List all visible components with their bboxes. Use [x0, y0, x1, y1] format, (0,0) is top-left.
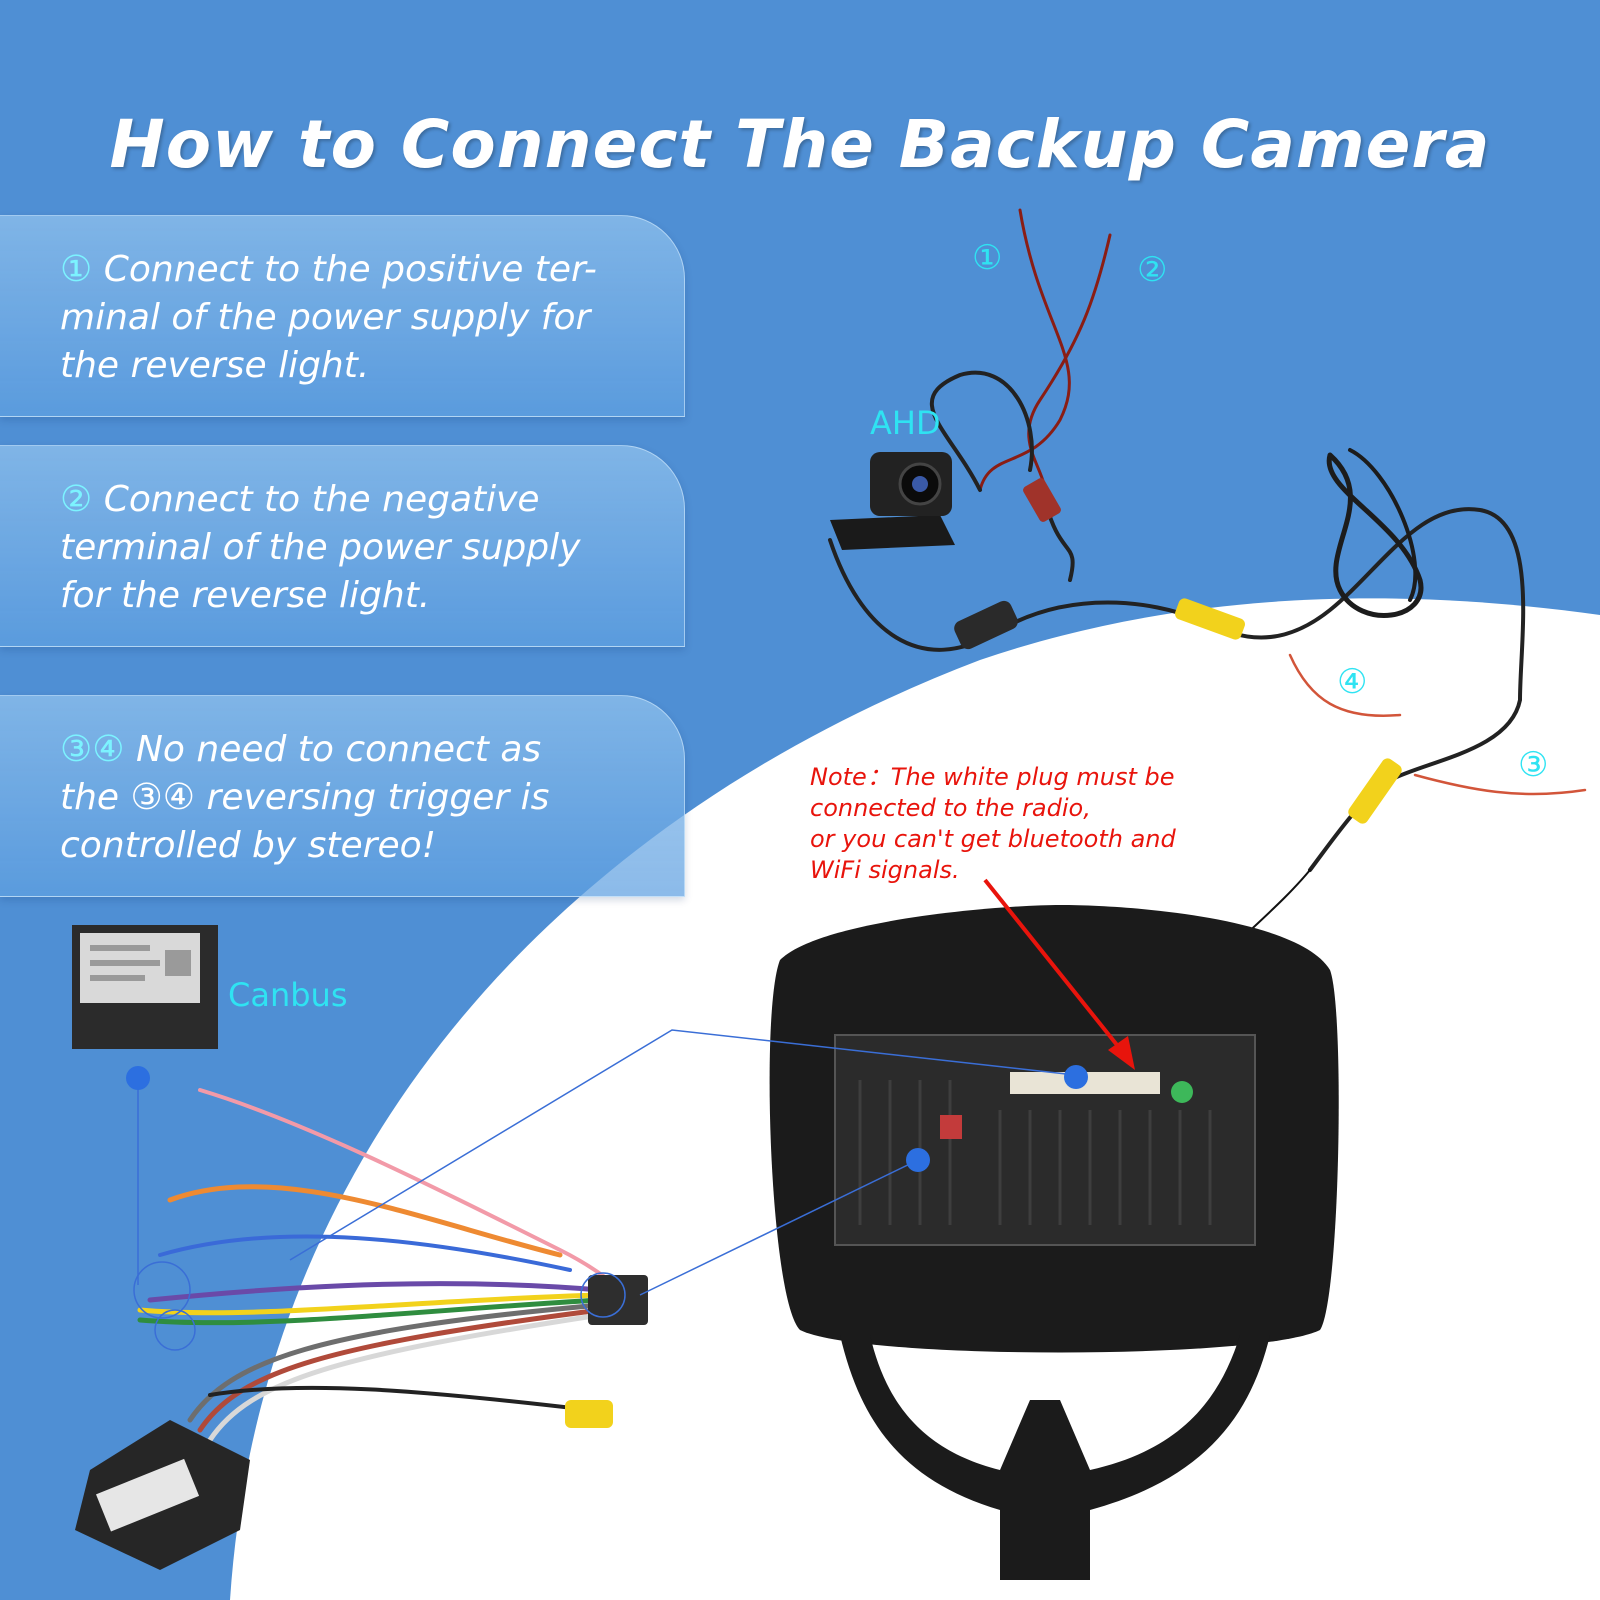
radio-frame-device — [769, 905, 1339, 1580]
panel-number: ② — [60, 479, 93, 520]
callout-dot — [1064, 1065, 1088, 1089]
harness-connector — [588, 1275, 648, 1325]
instruction-panel-3: ③④ No need to connect as the ③④ reversin… — [0, 695, 685, 897]
ahd-label: AHD — [870, 404, 941, 442]
instruction-panel-1: ① Connect to the positive ter- minal of … — [0, 215, 685, 417]
wiring-harness — [137, 1088, 622, 1443]
panel-number: ① — [60, 249, 93, 290]
panel-text: No need to connect as the ③④ reversing t… — [60, 729, 550, 866]
callout-lines — [133, 1029, 1076, 1351]
inline-fuse — [1023, 478, 1061, 522]
cable-connector — [954, 600, 1018, 650]
wire-label-2: ② — [1137, 250, 1168, 290]
rca-plug — [565, 1400, 613, 1428]
panel-text: Connect to the positive ter- minal of th… — [60, 249, 597, 386]
page-title: How to Connect The Backup Camera — [109, 106, 1491, 184]
callout-dot — [126, 1066, 150, 1090]
backup-camera-device — [830, 452, 955, 550]
canbus-box-device — [72, 925, 218, 1049]
rca-plug — [1175, 598, 1245, 640]
rca-plug — [1348, 758, 1402, 824]
panel-text: Connect to the negative terminal of the … — [60, 479, 581, 616]
wire-label-3: ③ — [1518, 745, 1549, 785]
panel-number: ③④ — [60, 729, 125, 770]
note-text: Note：The white plug must be connected to… — [810, 763, 1176, 884]
wire-label-4: ④ — [1337, 662, 1368, 702]
callout-dot — [906, 1148, 930, 1172]
instruction-panel-2: ② Connect to the negative terminal of th… — [0, 445, 685, 647]
wire-label-1: ① — [972, 238, 1003, 278]
red-arrow — [983, 878, 1135, 1070]
canbus-label: Canbus — [228, 976, 348, 1014]
